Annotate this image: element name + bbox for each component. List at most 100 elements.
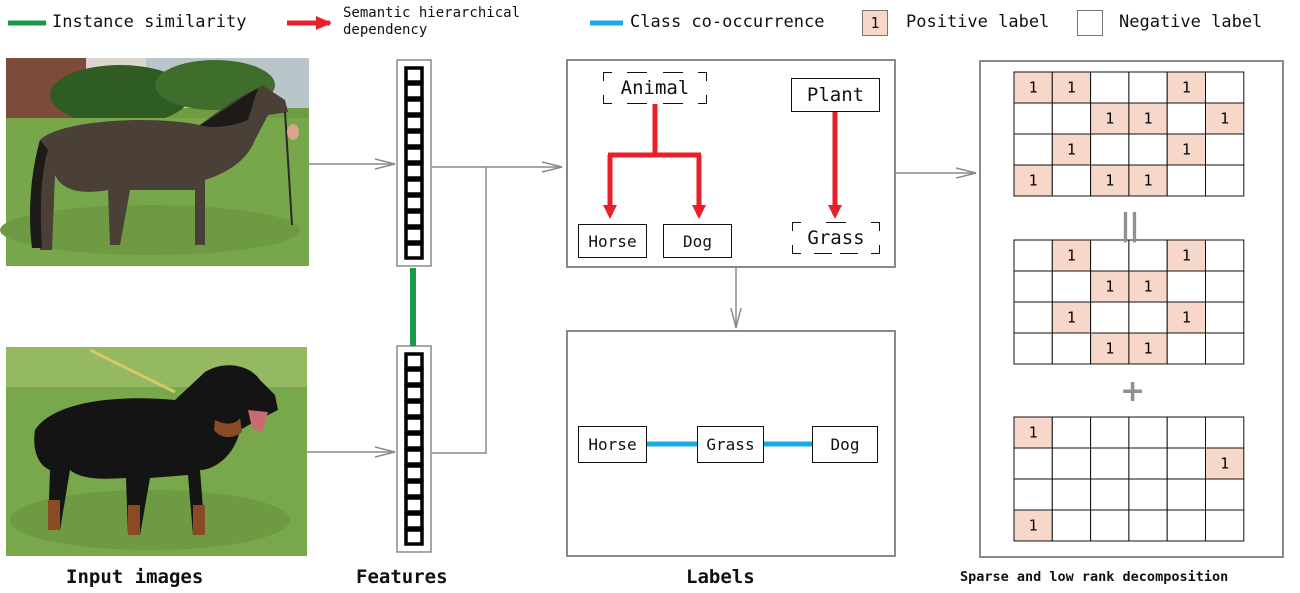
- feature-cell: [404, 146, 424, 164]
- caption-labels: Labels: [686, 566, 755, 588]
- matrix-cell: [1051, 239, 1092, 272]
- feature-cell: [404, 114, 424, 132]
- matrix-cell-value: 1: [1144, 110, 1153, 128]
- matrix-cell: [1090, 509, 1130, 542]
- matrix-cell-value: 1: [1067, 141, 1076, 159]
- legend-negative-swatch: [1077, 10, 1103, 36]
- matrix-cell-value: 1: [1029, 424, 1038, 442]
- matrix-cell: [1013, 509, 1053, 542]
- matrix-cell: [1166, 270, 1206, 303]
- matrix-cell-value: 1: [1182, 247, 1191, 265]
- matrix-cell: [1205, 270, 1245, 303]
- dog-image: [6, 347, 307, 556]
- matrix-cell: [1013, 133, 1053, 166]
- matrix-cell: [1051, 416, 1092, 449]
- matrix-cell-value: 1: [1105, 172, 1114, 190]
- matrix-cell-value: 1: [1029, 517, 1038, 535]
- matrix-cell: [1166, 509, 1206, 542]
- feature-vector-2: [396, 345, 432, 553]
- equals-symbol: ||: [1120, 208, 1140, 243]
- cooccurrence-panel: [566, 330, 896, 557]
- matrix-cell: [1090, 447, 1130, 480]
- node-dog-label: Dog: [683, 231, 712, 251]
- matrix-cell: [1051, 71, 1092, 104]
- plus-symbol: +: [1120, 374, 1146, 409]
- matrix-cell-value: 1: [1067, 247, 1076, 265]
- matrix-cell: [1128, 133, 1168, 166]
- cooc-node-grass: Grass: [697, 426, 764, 463]
- matrix-cell-value: 1: [1144, 172, 1153, 190]
- matrix-cell: [1205, 301, 1245, 334]
- matrix-cell: [1205, 164, 1245, 197]
- matrix-cell: [1128, 447, 1168, 480]
- matrix-cell: [1205, 447, 1245, 480]
- matrix-cell: [1128, 239, 1168, 272]
- node-grass: Grass: [792, 222, 880, 254]
- feature-cell: [404, 432, 424, 450]
- cooc-node-horse-label: Horse: [588, 435, 637, 454]
- legend-positive-swatch: 1: [862, 10, 888, 36]
- feature-cell: [404, 242, 424, 260]
- feature-cell: [404, 480, 424, 498]
- matrix-cell: [1166, 164, 1206, 197]
- matrix-cell-value: 1: [1220, 455, 1229, 473]
- feature-cell: [404, 528, 424, 546]
- matrix-cell: [1090, 416, 1130, 449]
- matrix-cell: [1051, 270, 1092, 303]
- feature-cell: [404, 416, 424, 434]
- matrix-cell: [1128, 164, 1168, 197]
- matrix-cell: [1205, 239, 1245, 272]
- cooc-node-horse: Horse: [578, 426, 647, 463]
- matrix-cell: [1205, 102, 1245, 135]
- feature-cell: [404, 368, 424, 386]
- feature-cell: [404, 226, 424, 244]
- matrix-cell: [1205, 133, 1245, 166]
- matrix-cell: [1166, 416, 1206, 449]
- matrix-cell: [1090, 332, 1130, 365]
- feature-cell: [404, 194, 424, 212]
- matrix-cell-value: 1: [1029, 172, 1038, 190]
- feature-cell: [404, 66, 424, 84]
- matrix-cell-value: 1: [1105, 110, 1114, 128]
- matrix-cell: [1090, 102, 1130, 135]
- matrix-cell: [1128, 416, 1168, 449]
- matrix-cell: [1166, 301, 1206, 334]
- node-plant-label: Plant: [806, 84, 865, 106]
- matrix-cell-value: 1: [1105, 278, 1114, 296]
- cooc-node-grass-label: Grass: [706, 435, 755, 454]
- matrix-cell: [1128, 71, 1168, 104]
- decomposition-panel: [979, 60, 1284, 558]
- matrix-cell: [1128, 301, 1168, 334]
- feature-cell: [404, 496, 424, 514]
- node-dog: Dog: [663, 224, 732, 258]
- node-animal-label: Animal: [620, 77, 690, 99]
- matrix-cell: [1051, 478, 1092, 511]
- feature-cell: [404, 178, 424, 196]
- matrix-cell-value: 1: [1144, 340, 1153, 358]
- matrix-cell: [1166, 478, 1206, 511]
- cooc-node-dog-label: Dog: [830, 435, 860, 454]
- matrix-cell: [1013, 447, 1053, 480]
- matrix-cell-value: 1: [1182, 141, 1191, 159]
- matrix-cell-value: 1: [1067, 79, 1076, 97]
- legend-class-cooccurrence-label: Class co-occurrence: [630, 12, 825, 32]
- caption-input-images: Input images: [66, 566, 204, 588]
- matrix-cell: [1090, 239, 1130, 272]
- feature-cell: [404, 400, 424, 418]
- node-plant: Plant: [791, 78, 880, 112]
- matrix-cell: [1013, 332, 1053, 365]
- node-horse-label: Horse: [588, 231, 637, 251]
- matrix-cell: [1090, 164, 1130, 197]
- matrix-cell: [1051, 447, 1092, 480]
- matrix-cell: [1128, 332, 1168, 365]
- matrix-cell: [1090, 301, 1130, 334]
- matrix-cell: [1013, 301, 1053, 334]
- matrix-cell: [1013, 164, 1053, 197]
- feature-cell: [404, 130, 424, 148]
- feature-cell: [404, 162, 424, 180]
- matrix-cell: [1090, 71, 1130, 104]
- feature-vector-1: [396, 59, 432, 267]
